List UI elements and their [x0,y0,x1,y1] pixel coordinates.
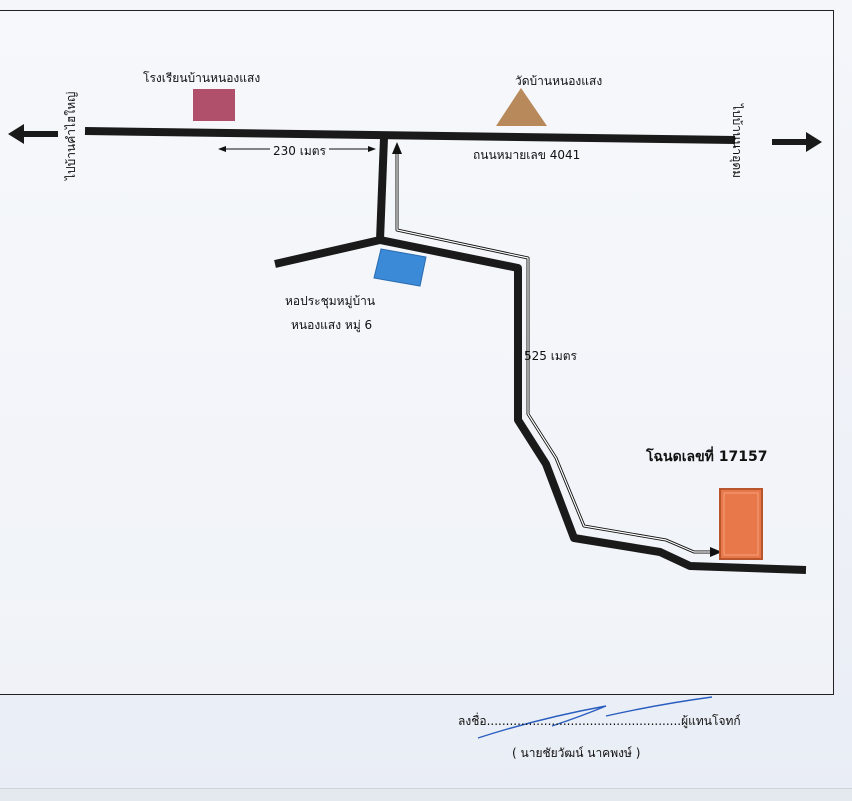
signature-scribble-a [477,705,607,739]
route-path-inner [396,150,716,553]
road-name-label: ถนนหมายเลข 4041 [473,148,581,162]
school-label: โรงเรียนบ้านหนองแสง [143,71,261,85]
left-arrow-icon [8,124,24,144]
distance-525-label: 525 เมตร [524,349,577,363]
village-hall-marker [373,248,427,287]
temple-marker-icon [496,88,547,126]
signature-dots: ........................................… [486,714,682,728]
deed-plot-inner-border [723,492,759,556]
temple-label: วัดบ้านหนองแสง [515,74,603,88]
signature-role: ผู้แทนโจทก์ [681,714,741,728]
signature-line: ลงชื่อ..................................… [458,712,741,731]
signature-prefix: ลงชื่อ [458,714,487,728]
village-hall-label-line1: หอประชุมหมู่บ้าน [285,294,376,308]
right-arrow-icon [806,132,822,152]
bottom-edge [0,788,852,801]
dimension-right-tip [368,146,376,152]
distance-230-label: 230 เมตร [270,142,329,161]
route-arrow-up-icon [392,142,402,154]
dimension-left-tip [218,146,226,152]
signatory-name: ( นายชัยวัฒน์ นาคพงษ์ ) [512,746,641,760]
signature-scribble-b [605,696,713,717]
branch-road-to-deed [379,236,807,574]
route-arrow-right-icon [710,547,722,557]
school-marker [193,89,235,121]
right-direction-label: ไปบ้านนาอุดม [730,104,744,179]
deed-plot-marker [719,488,763,560]
deed-number-label: โฉนดเลขที่ 17157 [646,449,768,465]
main-road [84,127,736,144]
village-hall-label-line2: หนองแสง หมู่ 6 [291,318,373,332]
map-frame [0,10,834,695]
left-direction-label: ไปบ้านคำไฮใหญ่ [64,91,78,180]
